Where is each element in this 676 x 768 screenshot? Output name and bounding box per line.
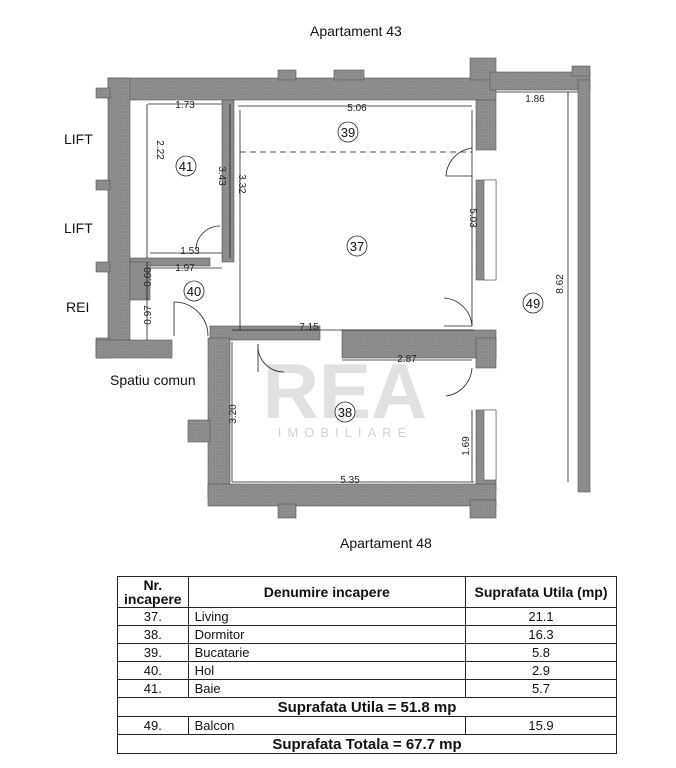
cell-name: Bucatarie (187, 643, 467, 662)
table-row: 40. Hol 2.9 (117, 661, 617, 680)
cell-name: Living (187, 607, 467, 626)
dim-7-15: 7.15 (299, 322, 319, 333)
room-37-label: 37 (350, 239, 364, 254)
dim-5-35: 5.35 (340, 475, 360, 486)
label-apartament-48: Apartament 48 (340, 535, 432, 551)
dim-8-62: 8.62 (555, 274, 566, 294)
cell-nr: 41. (117, 679, 189, 698)
header-nr: Nr. incapere (117, 576, 189, 608)
table-row: 39. Bucatarie 5.8 (117, 643, 617, 662)
dimension-lines (146, 91, 578, 483)
door-swings (173, 147, 473, 397)
cell-nr: 39. (117, 643, 189, 662)
label-spatiu-comun: Spatiu comun (110, 372, 196, 388)
cell-name: Hol (187, 661, 467, 680)
useful-total-row: Suprafata Utila = 51.8 mp (117, 697, 617, 717)
cell-nr: 37. (117, 607, 189, 626)
dim-1-69: 1.69 (461, 436, 472, 456)
room-49-label: 49 (526, 296, 540, 311)
cell-area: 5.8 (465, 643, 617, 662)
cell-area: 15.9 (465, 716, 617, 735)
cell-name: Dormitor (187, 625, 467, 644)
area-table: Nr. incapere Denumire incapere Suprafata… (117, 576, 617, 754)
room-41-label: 41 (179, 159, 193, 174)
table-row: 41. Baie 5.7 (117, 679, 617, 698)
room-labels: 39 41 37 40 49 38 (175, 121, 544, 423)
table-header-row: Nr. incapere Denumire incapere Suprafata… (117, 576, 617, 608)
dim-0-60: 0.60 (143, 267, 154, 287)
grand-total-row: Suprafata Totala = 67.7 mp (117, 734, 617, 754)
dim-5-03: 5.03 (467, 208, 478, 228)
dim-5-06: 5.06 (347, 103, 367, 114)
cell-name: Balcon (187, 716, 467, 735)
cell-nr: 38. (117, 625, 189, 644)
table-row: 37. Living 21.1 (117, 607, 617, 626)
dim-2-87: 2.87 (397, 354, 417, 365)
useful-total: Suprafata Utila = 51.8 mp (117, 697, 617, 717)
plan-drawing: REA IMOBILIARE (95, 57, 591, 519)
watermark-text: IMOBILIARE (278, 425, 412, 440)
header-name: Denumire incapere (187, 576, 467, 608)
dim-1-86: 1.86 (525, 94, 545, 105)
grand-total: Suprafata Totala = 67.7 mp (117, 734, 617, 754)
dim-1-73: 1.73 (175, 100, 195, 111)
walls (95, 57, 591, 519)
dim-1-97: 1.97 (175, 263, 195, 274)
cell-area: 5.7 (465, 679, 617, 698)
cell-nr: 49. (117, 716, 189, 735)
label-lift-2: LIFT (64, 220, 93, 236)
table-row: 38. Dormitor 16.3 (117, 625, 617, 644)
room-39-label: 39 (341, 125, 355, 140)
label-apartament-43: Apartament 43 (310, 23, 402, 39)
cell-name: Baie (187, 679, 467, 698)
header-area: Suprafata Utila (mp) (465, 576, 617, 608)
dimension-labels: 1.73 5.06 1.86 2.22 3.43 3.32 5.03 8.62 … (143, 94, 566, 486)
cell-area: 21.1 (465, 607, 617, 626)
cell-area: 2.9 (465, 661, 617, 680)
cell-nr: 40. (117, 661, 189, 680)
label-rei: REI (66, 299, 90, 315)
dim-3-32: 3.32 (236, 174, 247, 194)
table-row-balcony: 49. Balcon 15.9 (117, 716, 617, 735)
floor-plan: Apartament 43 Apartament 48 LIFT LIFT RE… (64, 23, 591, 551)
dim-3-20: 3.20 (228, 404, 239, 424)
room-40-label: 40 (187, 284, 201, 299)
dim-1-53: 1.53 (180, 246, 200, 257)
label-lift-1: LIFT (64, 131, 93, 147)
dim-0-97: 0.97 (143, 305, 154, 325)
dim-2-22: 2.22 (154, 140, 165, 160)
cell-area: 16.3 (465, 625, 617, 644)
dim-3-43: 3.43 (216, 166, 227, 186)
room-38-label: 38 (338, 405, 352, 420)
